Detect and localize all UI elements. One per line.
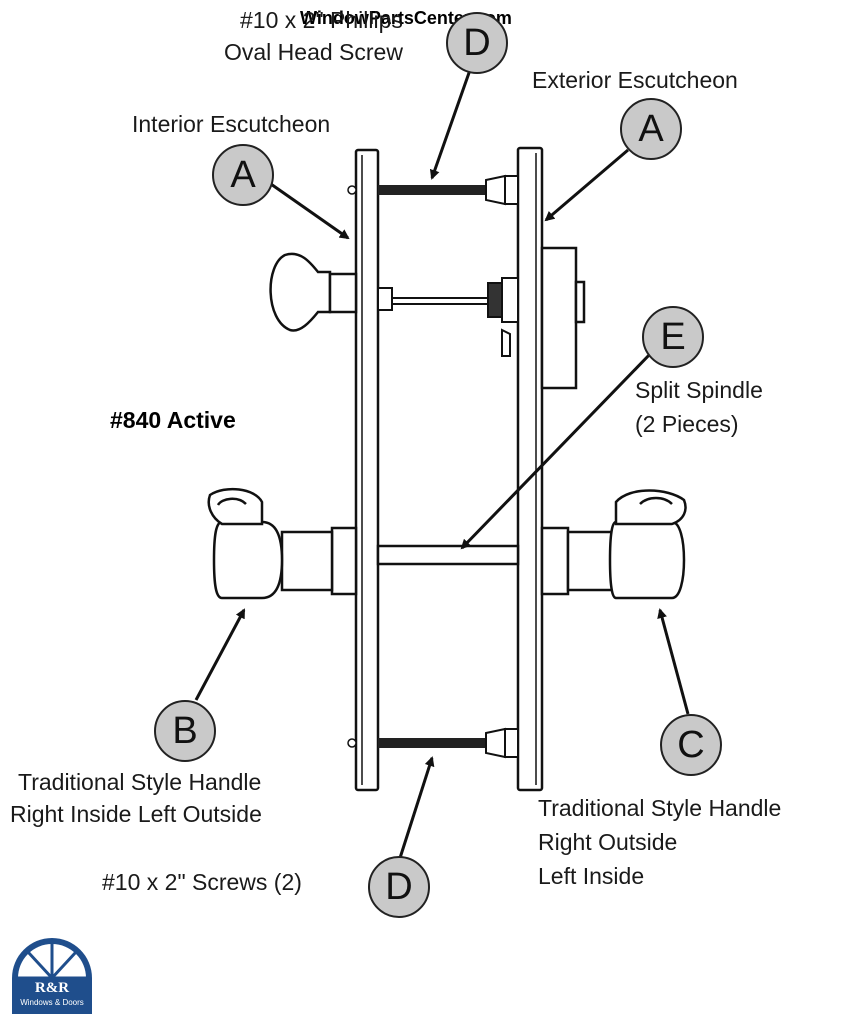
right-handle xyxy=(540,489,687,600)
handle-b-label-line1: Traditional Style Handle xyxy=(18,769,262,795)
callout-d-top: D xyxy=(446,12,508,74)
bottom-screws-label: #10 x 2" Screws (2) xyxy=(102,869,302,895)
callout-b: B xyxy=(154,700,216,762)
arrow-e xyxy=(460,350,654,550)
interior-escutcheon-label: Interior Escutcheon xyxy=(132,111,331,137)
interior-escutcheon-plate xyxy=(354,148,380,792)
exterior-escutcheon-plate xyxy=(516,146,544,792)
logo-subtitle: Windows & Doors xyxy=(20,998,84,1007)
exterior-cylinder-housing xyxy=(540,246,586,390)
top-screw-label-line1: #10 x 2" Phillips xyxy=(240,7,403,33)
top-screw xyxy=(347,174,519,206)
model-title: #840 Active xyxy=(110,407,236,433)
callout-a-right: A xyxy=(620,98,682,160)
left-handle xyxy=(207,487,358,600)
exterior-escutcheon-label: Exterior Escutcheon xyxy=(532,67,738,93)
logo-name: R&R xyxy=(34,980,70,996)
leader-arrows xyxy=(194,69,690,859)
arrow-c xyxy=(657,608,690,715)
cylinder-tailpiece xyxy=(377,277,519,357)
handle-b-label-line2: Right Inside Left Outside xyxy=(10,801,262,827)
arrow-a-left xyxy=(267,180,350,240)
thumb-turn xyxy=(269,252,358,332)
arrow-b xyxy=(194,608,246,701)
split-spindle-label-line2: (2 Pieces) xyxy=(635,411,739,437)
callout-d-bottom: D xyxy=(368,856,430,918)
split-spindle-label-line1: Split Spindle xyxy=(635,377,763,403)
handle-c-label-line2: Right Outside xyxy=(538,829,678,855)
logo-window-icon xyxy=(12,938,92,1014)
handle-c-label-line3: Left Inside xyxy=(538,863,645,889)
arrow-d-top xyxy=(429,69,472,180)
callout-e: E xyxy=(642,306,704,368)
brand-logo: R&R Windows & Doors xyxy=(8,936,96,1016)
callout-c: C xyxy=(660,714,722,776)
callout-a-left: A xyxy=(212,144,274,206)
handle-c-label-line1: Traditional Style Handle xyxy=(538,795,782,821)
bottom-screw xyxy=(347,727,519,759)
top-screw-label-line2: Oval Head Screw xyxy=(224,39,403,65)
arrow-a-right xyxy=(544,148,629,222)
arrow-d-bottom xyxy=(398,756,435,859)
split-spindle xyxy=(376,544,520,566)
